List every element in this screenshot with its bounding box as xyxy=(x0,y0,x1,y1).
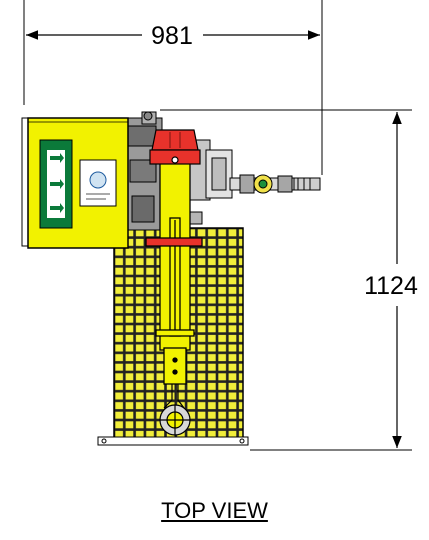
length-dimension: 1124 xyxy=(364,112,418,448)
length-dimension-label: 1124 xyxy=(364,272,418,300)
base-plate xyxy=(97,436,249,446)
control-cabinet xyxy=(21,117,129,249)
view-title: TOP VIEW xyxy=(161,498,268,523)
red-cap xyxy=(149,129,201,165)
width-dimension-label: 981 xyxy=(151,22,193,50)
main-column xyxy=(145,159,203,385)
view-caption: TOP VIEW xyxy=(0,498,429,524)
extension-lines xyxy=(23,0,412,451)
drench-hose xyxy=(159,384,191,436)
inlet-pipe xyxy=(229,174,321,194)
width-dimension: 981 xyxy=(26,22,320,50)
